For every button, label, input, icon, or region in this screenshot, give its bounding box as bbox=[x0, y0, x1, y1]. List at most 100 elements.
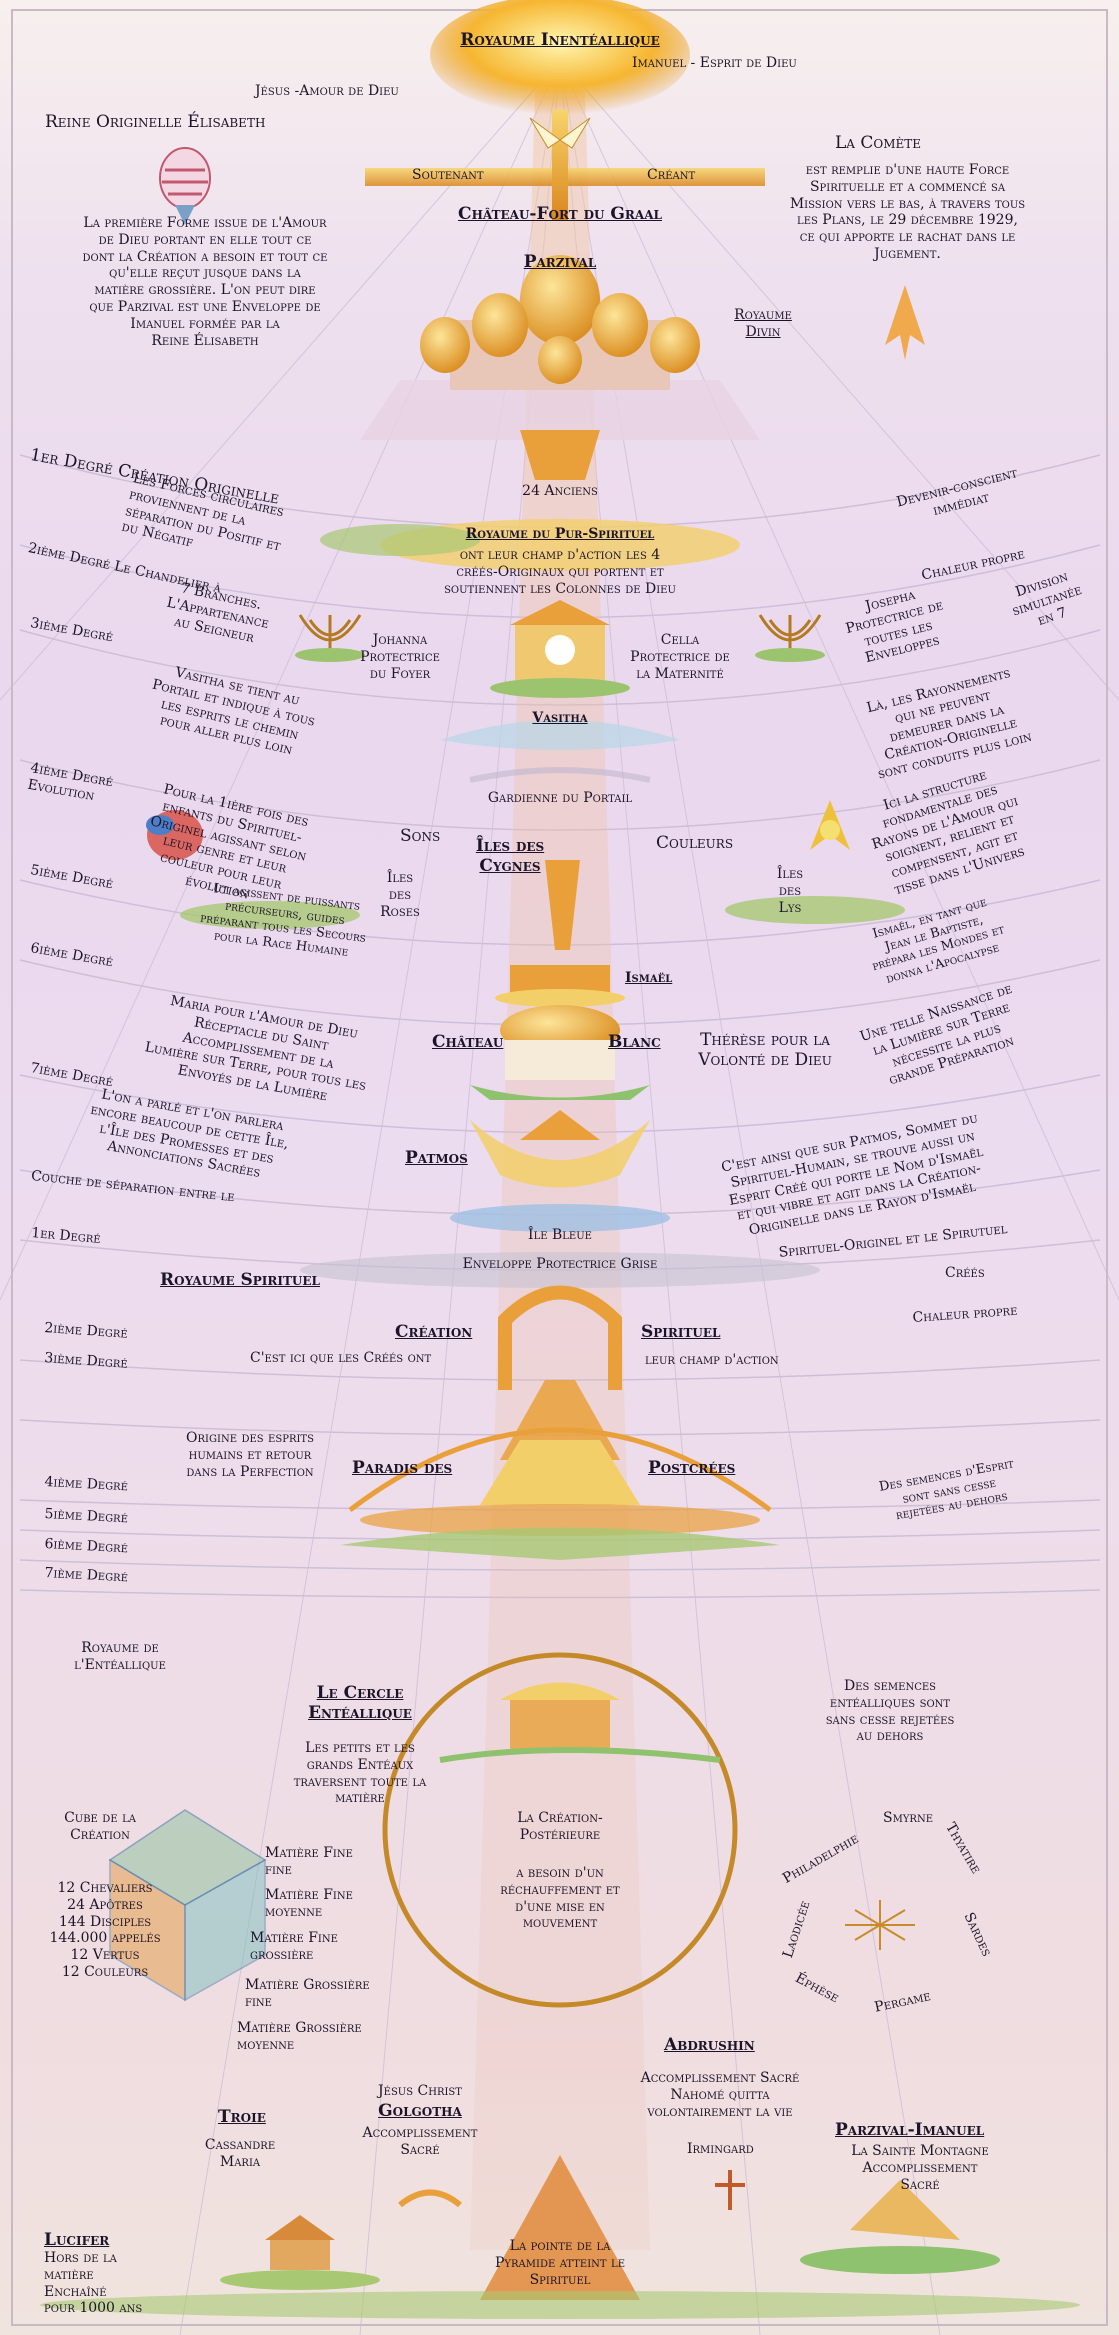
royaume-inenteallique-label: Royaume Inentéallique bbox=[460, 30, 660, 50]
golgotha-label: Golgotha bbox=[378, 2101, 462, 2121]
parzival-label: Parzival bbox=[523, 252, 597, 272]
royaume-pur-spirituel-label: Royaume du Pur-Spirituel bbox=[465, 526, 655, 542]
lys-island-icon bbox=[725, 800, 905, 924]
temple-icon bbox=[490, 600, 630, 698]
grail-castle-icon bbox=[360, 255, 760, 480]
patmos-label: Patmos bbox=[405, 1148, 468, 1168]
lucifer-label: Lucifer bbox=[44, 2230, 110, 2250]
la-comete-label: La Comète bbox=[835, 133, 922, 153]
enveloppe-grise-label: Enveloppe Protectrice Grise bbox=[462, 1256, 658, 1272]
sainte-montagne-icon bbox=[800, 2180, 1000, 2274]
chateau-graal-label: Château-Fort du Graal bbox=[458, 204, 662, 224]
cube-creation-icon bbox=[108, 1809, 267, 2002]
chateau-label: Château bbox=[432, 1032, 504, 1052]
churches-star-icon bbox=[845, 1900, 915, 1950]
ile-bleue-label: Île Bleue bbox=[528, 1227, 592, 1243]
golgotha-icon bbox=[398, 2189, 462, 2208]
roses-island-icon bbox=[146, 810, 360, 929]
paradis-icon bbox=[340, 1427, 780, 1560]
paradis-des-label: Paradis des bbox=[352, 1458, 453, 1478]
vasitha-wave bbox=[440, 720, 680, 750]
troie-icon bbox=[220, 2215, 380, 2290]
ismael-book-icon bbox=[495, 965, 625, 1007]
gardienne-label: Gardienne du Portail bbox=[487, 790, 633, 806]
troie-label: Troie bbox=[218, 2107, 266, 2127]
postcrees-label: Postcrées bbox=[648, 1458, 736, 1478]
irmingard-cross-icon bbox=[715, 2170, 745, 2210]
abdrushin-label: Abdrushin bbox=[664, 2035, 755, 2055]
ismael-label: Ismaël bbox=[625, 970, 673, 986]
reine-elisabeth-label: Reine Originelle Élisabeth bbox=[45, 112, 266, 132]
ground-green bbox=[40, 2291, 1080, 2319]
vasitha-label: Vasitha bbox=[532, 710, 588, 726]
jesus-amour-label: Jésus -Amour de Dieu bbox=[255, 83, 399, 99]
ile-bleue bbox=[450, 1204, 670, 1232]
pur-spirituel-platform bbox=[380, 519, 740, 571]
chandelier-right-icon bbox=[755, 614, 825, 662]
chateau-blanc-icon bbox=[470, 1005, 650, 1100]
crees-label: Créés bbox=[945, 1265, 985, 1281]
creation-posterieure-text: La Création-Postérieure bbox=[517, 1810, 603, 1843]
creation-label: Création bbox=[395, 1322, 473, 1342]
vingt-quatre-anciens-label: 24 Anciens bbox=[522, 483, 598, 499]
irmingard-label: Irmingard bbox=[687, 2141, 754, 2157]
soutenant-label: Soutenant bbox=[412, 167, 484, 183]
balloon-icon bbox=[159, 147, 211, 225]
vasitha-clouds bbox=[469, 767, 651, 783]
green-island-left bbox=[320, 524, 480, 556]
royaume-spirituel-label: Royaume Spirituel bbox=[160, 1270, 320, 1290]
cercle-enteallique-ring bbox=[382, 1652, 738, 2008]
chandelier-left-icon bbox=[295, 614, 365, 662]
imanuel-esprit-label: Imanuel - Esprit de Dieu bbox=[632, 55, 797, 71]
enveloppe-grise bbox=[300, 1252, 820, 1288]
blanc-label: Blanc bbox=[608, 1032, 661, 1052]
jesus-christ-label: Jésus Christ bbox=[378, 2083, 462, 2099]
comet-icon bbox=[885, 285, 925, 360]
sons-label: Sons bbox=[400, 826, 441, 846]
sun-glow bbox=[430, 0, 690, 115]
creant-label: Créant bbox=[647, 167, 696, 183]
enteallique-pavilion-icon bbox=[439, 1682, 721, 1763]
leur-champ-label: leur champ d'action bbox=[645, 1352, 779, 1368]
parzival-imanuel-label: Parzival-Imanuel bbox=[835, 2120, 985, 2140]
cest-ici-crees-label: C'est ici que les Créés ont bbox=[250, 1350, 432, 1366]
swan-island-beam bbox=[545, 860, 580, 950]
pyramid-icon bbox=[480, 2155, 640, 2300]
patmos-ship-icon bbox=[470, 1110, 650, 1188]
dove-icon bbox=[529, 117, 591, 149]
couleurs-label: Couleurs bbox=[656, 833, 734, 853]
spirituel-label: Spirituel bbox=[641, 1322, 721, 1342]
smyrne-label: Smyrne bbox=[883, 1810, 934, 1826]
